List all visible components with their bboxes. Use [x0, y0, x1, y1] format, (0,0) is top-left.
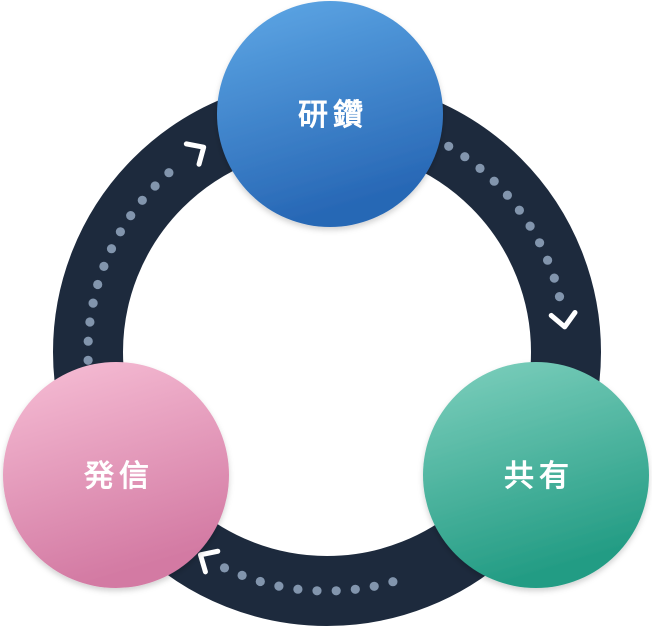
flow-dot-research-to-share: [502, 190, 512, 200]
flow-dot-research-to-share: [543, 255, 553, 265]
flow-dot-transmit-to-research: [88, 298, 98, 308]
flow-dot-share-to-transmit: [350, 584, 360, 594]
node-share-circle: [423, 362, 649, 588]
flow-dot-transmit-to-research: [83, 336, 93, 346]
flow-dots: [83, 132, 565, 596]
flow-dot-transmit-to-research: [83, 355, 93, 365]
flow-arrow-transmit-to-research-icon: [183, 141, 207, 167]
flow-dot-transmit-to-research: [164, 168, 174, 178]
flow-dot-transmit-to-research: [93, 279, 103, 290]
flow-arrows: [183, 141, 578, 575]
flow-arrow-share-to-transmit-icon: [197, 548, 221, 575]
flow-dot-transmit-to-research: [106, 244, 117, 254]
flow-dot-research-to-share: [554, 292, 565, 302]
flow-dot-research-to-share: [489, 176, 499, 186]
node-share-label: 共有: [504, 459, 574, 494]
node-share: 共有: [423, 362, 649, 588]
node-research-label: 研鑽: [298, 98, 368, 133]
flow-dot-research-to-share: [475, 163, 485, 173]
flow-dot-transmit-to-research: [85, 317, 95, 327]
flow-dot-share-to-transmit: [255, 576, 265, 587]
flow-dot-share-to-transmit: [293, 584, 303, 594]
flow-dot-research-to-share: [444, 141, 454, 151]
flow-dot-transmit-to-research: [137, 195, 147, 205]
flow-arrow-research-to-share-icon: [548, 310, 578, 330]
flow-dot-research-to-share: [514, 205, 525, 215]
flow-dot-share-to-transmit: [219, 563, 230, 573]
flow-dot-research-to-share: [525, 221, 535, 231]
flow-dot-share-to-transmit: [237, 570, 247, 581]
flow-dot-research-to-share: [460, 152, 470, 162]
node-transmit: 発信: [3, 362, 229, 588]
flow-dot-share-to-transmit: [331, 586, 341, 596]
flow-dot-transmit-to-research: [150, 181, 160, 191]
flow-dot-share-to-transmit: [312, 586, 322, 596]
flow-dot-transmit-to-research: [126, 211, 136, 221]
flow-dot-research-to-share: [549, 273, 559, 283]
flow-dot-transmit-to-research: [115, 227, 125, 237]
node-research: 研鑽: [217, 1, 443, 227]
flow-dot-share-to-transmit: [388, 577, 398, 587]
node-transmit-label: 発信: [83, 459, 154, 494]
flow-dot-transmit-to-research: [99, 261, 109, 271]
node-transmit-circle: [3, 362, 229, 588]
flow-dot-share-to-transmit: [274, 581, 284, 591]
flow-dot-research-to-share: [535, 238, 545, 248]
flow-dot-share-to-transmit: [369, 581, 379, 591]
node-research-circle: [217, 1, 443, 227]
